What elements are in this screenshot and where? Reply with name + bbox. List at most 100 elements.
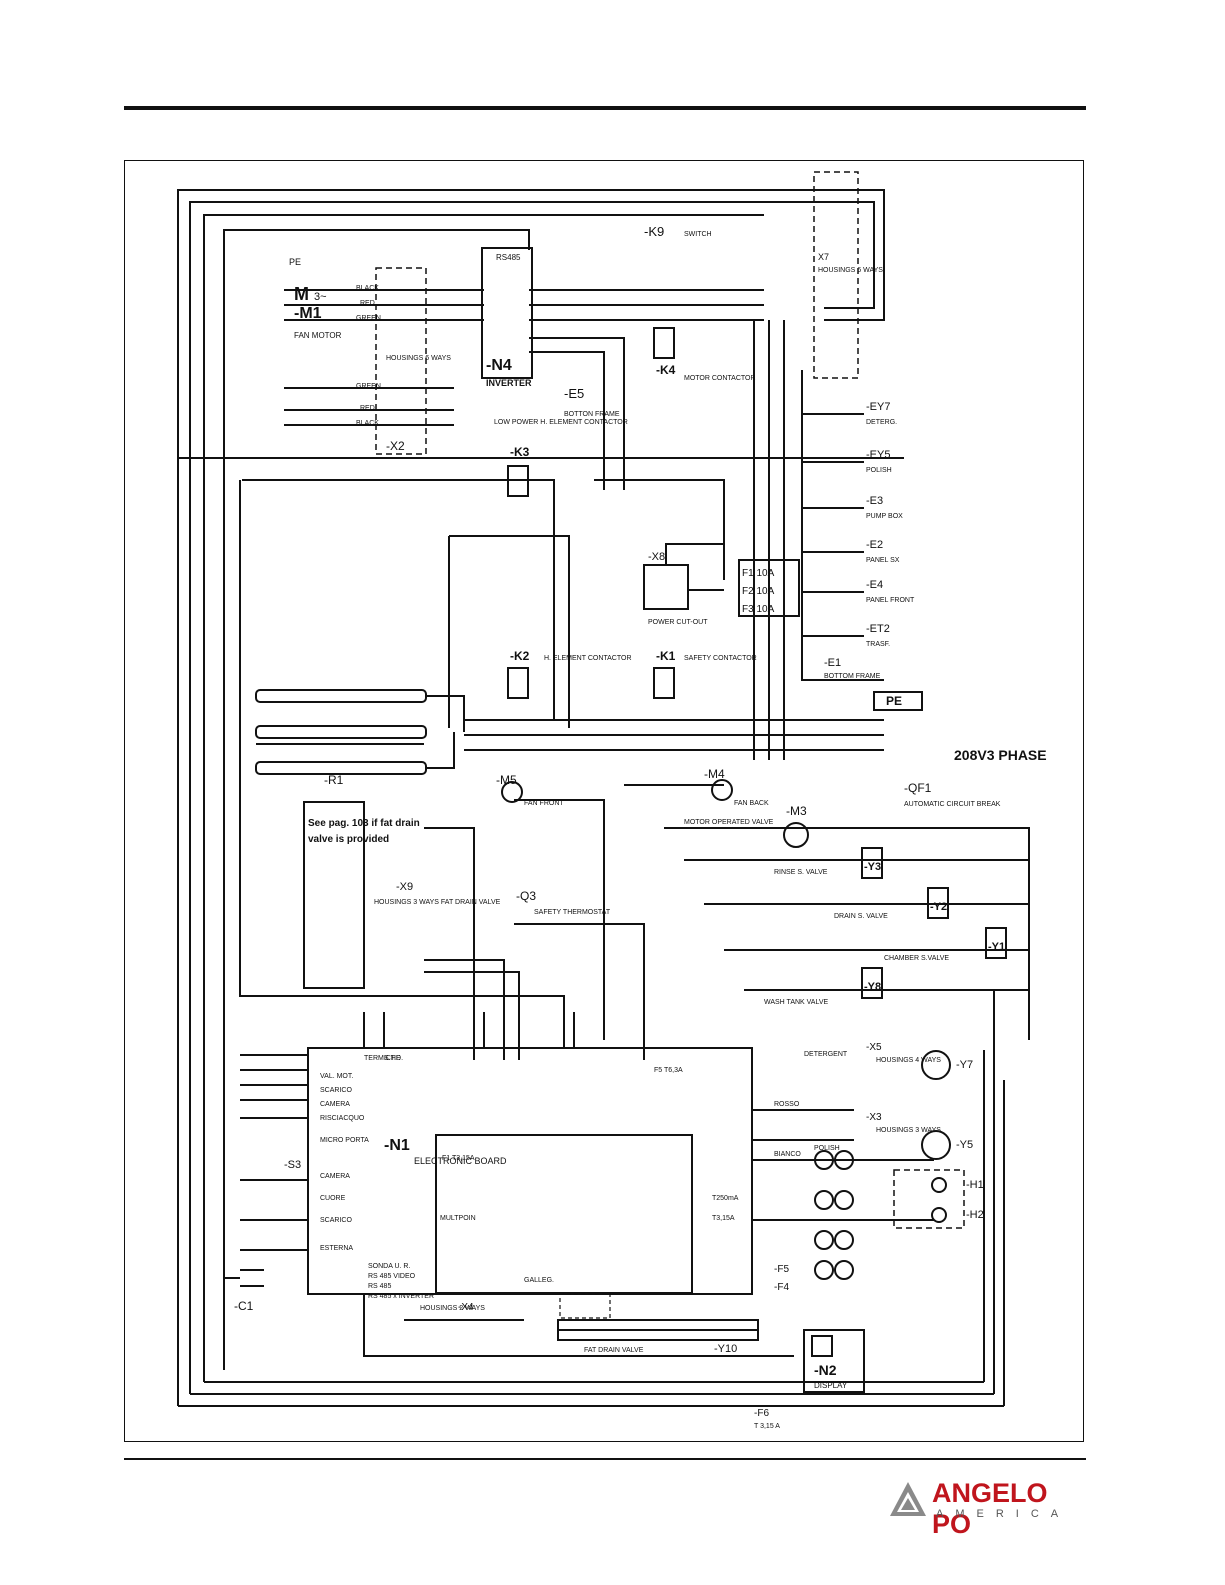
n4-name: INVERTER — [486, 378, 532, 388]
x7-name: HOUSINGS 6 WAYS — [818, 267, 883, 274]
m4-name: FAN BACK — [734, 800, 769, 807]
k3-ref: -K3 — [510, 445, 530, 459]
fuse-2: F2 10A — [742, 586, 775, 597]
label-camera-2: CAMERA — [320, 1173, 350, 1180]
label-risciacquo: RISCIACQUO — [320, 1115, 365, 1122]
label-f5-fuse: F5 T6,3A — [654, 1067, 683, 1074]
wire-red-2: RED — [360, 405, 375, 412]
e3-name: PUMP BOX — [866, 513, 903, 520]
e5-name: BOTTON FRAME — [564, 411, 620, 418]
wiring-schematic: -M1 FAN MOTOR M 3~ PE BLACK RED GREEN GR… — [177, 171, 1047, 1430]
f5-ref: -F5 — [774, 1264, 789, 1275]
x2-ref: -X2 — [386, 439, 405, 453]
qf1-supply: 208V3 PHASE — [954, 747, 1047, 763]
x3-name: HOUSINGS 3 WAYS — [876, 1127, 941, 1134]
wire-rosso: ROSSO — [774, 1101, 800, 1108]
k4-name: MOTOR CONTACTOR — [684, 375, 756, 382]
label-camera: CAMERA — [320, 1101, 350, 1108]
y3-ref: -Y3 — [864, 861, 881, 873]
qf1-name: AUTOMATIC CIRCUIT BREAK — [904, 801, 1001, 808]
e5-ref: -E5 — [564, 386, 584, 401]
f6-ref: -F6 — [754, 1408, 769, 1419]
q3-name: SAFETY THERMOSTAT — [534, 909, 611, 916]
m1-name: FAN MOTOR — [294, 331, 342, 340]
label-std: S.T.D. — [384, 1055, 403, 1062]
y3-name: RINSE S. VALVE — [774, 869, 828, 876]
m1-symbol: M — [294, 284, 309, 304]
y8-ref: -Y8 — [864, 981, 881, 993]
e1-name: BOTTOM FRAME — [824, 673, 881, 680]
label-rs485-inv: RS 485 x INVERTER — [368, 1293, 434, 1300]
k3-name: LOW POWER H. ELEMENT CONTACTOR — [494, 419, 628, 426]
x9-name: HOUSINGS 3 WAYS FAT DRAIN VALVE — [374, 899, 501, 906]
label-t315: T3,15A — [712, 1215, 735, 1222]
n4-bus: RS485 — [496, 253, 521, 262]
m5-ref: -M5 — [496, 773, 517, 787]
s3-ref: -S3 — [284, 1159, 301, 1171]
x8-name: POWER CUT-OUT — [648, 619, 708, 626]
label-micro-porta: MICRO PORTA — [320, 1137, 369, 1144]
y5-ref: -Y5 — [956, 1139, 973, 1151]
header-rule — [124, 106, 1086, 110]
m1-ref: -M1 — [294, 305, 322, 322]
e2-name: PANEL SX — [866, 557, 900, 564]
wire-black-2: BLACK — [356, 420, 379, 427]
y2-ref: -Y2 — [930, 901, 947, 913]
n4-ref: -N4 — [486, 357, 512, 374]
fuse-3: F3 10A — [742, 604, 775, 615]
r1-ref: -R1 — [324, 773, 344, 787]
x2-name: HOUSINGS 6 WAYS — [386, 355, 451, 362]
wire-red-1: RED — [360, 300, 375, 307]
m5-name: FAN FRONT — [524, 800, 564, 807]
h1-ref: -H1 — [966, 1179, 984, 1191]
e2-ref: -E2 — [866, 539, 883, 551]
label-scarico: SCARICO — [320, 1087, 352, 1094]
n2-name: DISPLAY — [814, 1381, 848, 1390]
wire-green-2: GREEN — [356, 383, 381, 390]
k1-name: SAFETY CONTACTOR — [684, 655, 757, 662]
x4-ref: -X4 — [458, 1302, 474, 1313]
qf1-ref: -QF1 — [904, 781, 932, 795]
x8-ref: -X8 — [648, 551, 665, 563]
k2-name: H. ELEMENT CONTACTOR — [544, 655, 632, 662]
y10-name: FAT DRAIN VALVE — [584, 1347, 644, 1354]
n2-ref: -N2 — [814, 1362, 837, 1378]
ey5-name: POLISH — [866, 467, 892, 474]
m1-pe: PE — [289, 257, 301, 267]
e3-ref: -E3 — [866, 495, 883, 507]
x3-ref: -X3 — [866, 1112, 882, 1123]
label-scarico-2: SCARICO — [320, 1217, 352, 1224]
k4-ref: -K4 — [656, 363, 676, 377]
note-line-2: valve is provided — [308, 834, 389, 845]
q3-ref: -Q3 — [516, 889, 536, 903]
f4-ref: -F4 — [774, 1282, 789, 1293]
fuse-1: F1 10A — [742, 568, 775, 579]
label-rs485-video: RS 485 VIDEO — [368, 1273, 416, 1280]
e4-ref: -E4 — [866, 579, 883, 591]
k2-ref: -K2 — [510, 649, 530, 663]
k9-ref: -K9 — [644, 224, 664, 239]
label-t250: T250mA — [712, 1195, 739, 1202]
y10-ref: -Y10 — [714, 1343, 737, 1355]
y7-ref: -Y7 — [956, 1059, 973, 1071]
c1-ref: -C1 — [234, 1299, 254, 1313]
n1-name: ELECTRONIC BOARD — [414, 1156, 507, 1166]
et2-ref: -ET2 — [866, 623, 890, 635]
wire-bianco: BIANCO — [774, 1151, 801, 1158]
wire-black-1: BLACK — [356, 285, 379, 292]
brand-name: ANGELO PO — [932, 1478, 1048, 1539]
label-f1-fuse: F1 T3,15A — [442, 1155, 475, 1162]
brand-mark-icon — [890, 1482, 926, 1516]
wire-green-1: GREEN — [356, 315, 381, 322]
diagram-frame — [124, 160, 1084, 1442]
x4-name: HOUSINGS 2 WAYS — [420, 1305, 485, 1312]
pe-label: PE — [886, 694, 902, 708]
x5-name: HOUSINGS 4 WAYS — [876, 1057, 941, 1064]
wire-polish: POLISH — [814, 1145, 840, 1152]
k1-ref: -K1 — [656, 649, 676, 663]
brand-sub: AMERICA — [936, 1508, 1071, 1520]
label-esterna: ESTERNA — [320, 1245, 353, 1252]
wire-detergent: DETERGENT — [804, 1051, 848, 1058]
label-termiche: TERMICHE — [364, 1055, 401, 1062]
label-rs485: RS 485 — [368, 1283, 391, 1290]
